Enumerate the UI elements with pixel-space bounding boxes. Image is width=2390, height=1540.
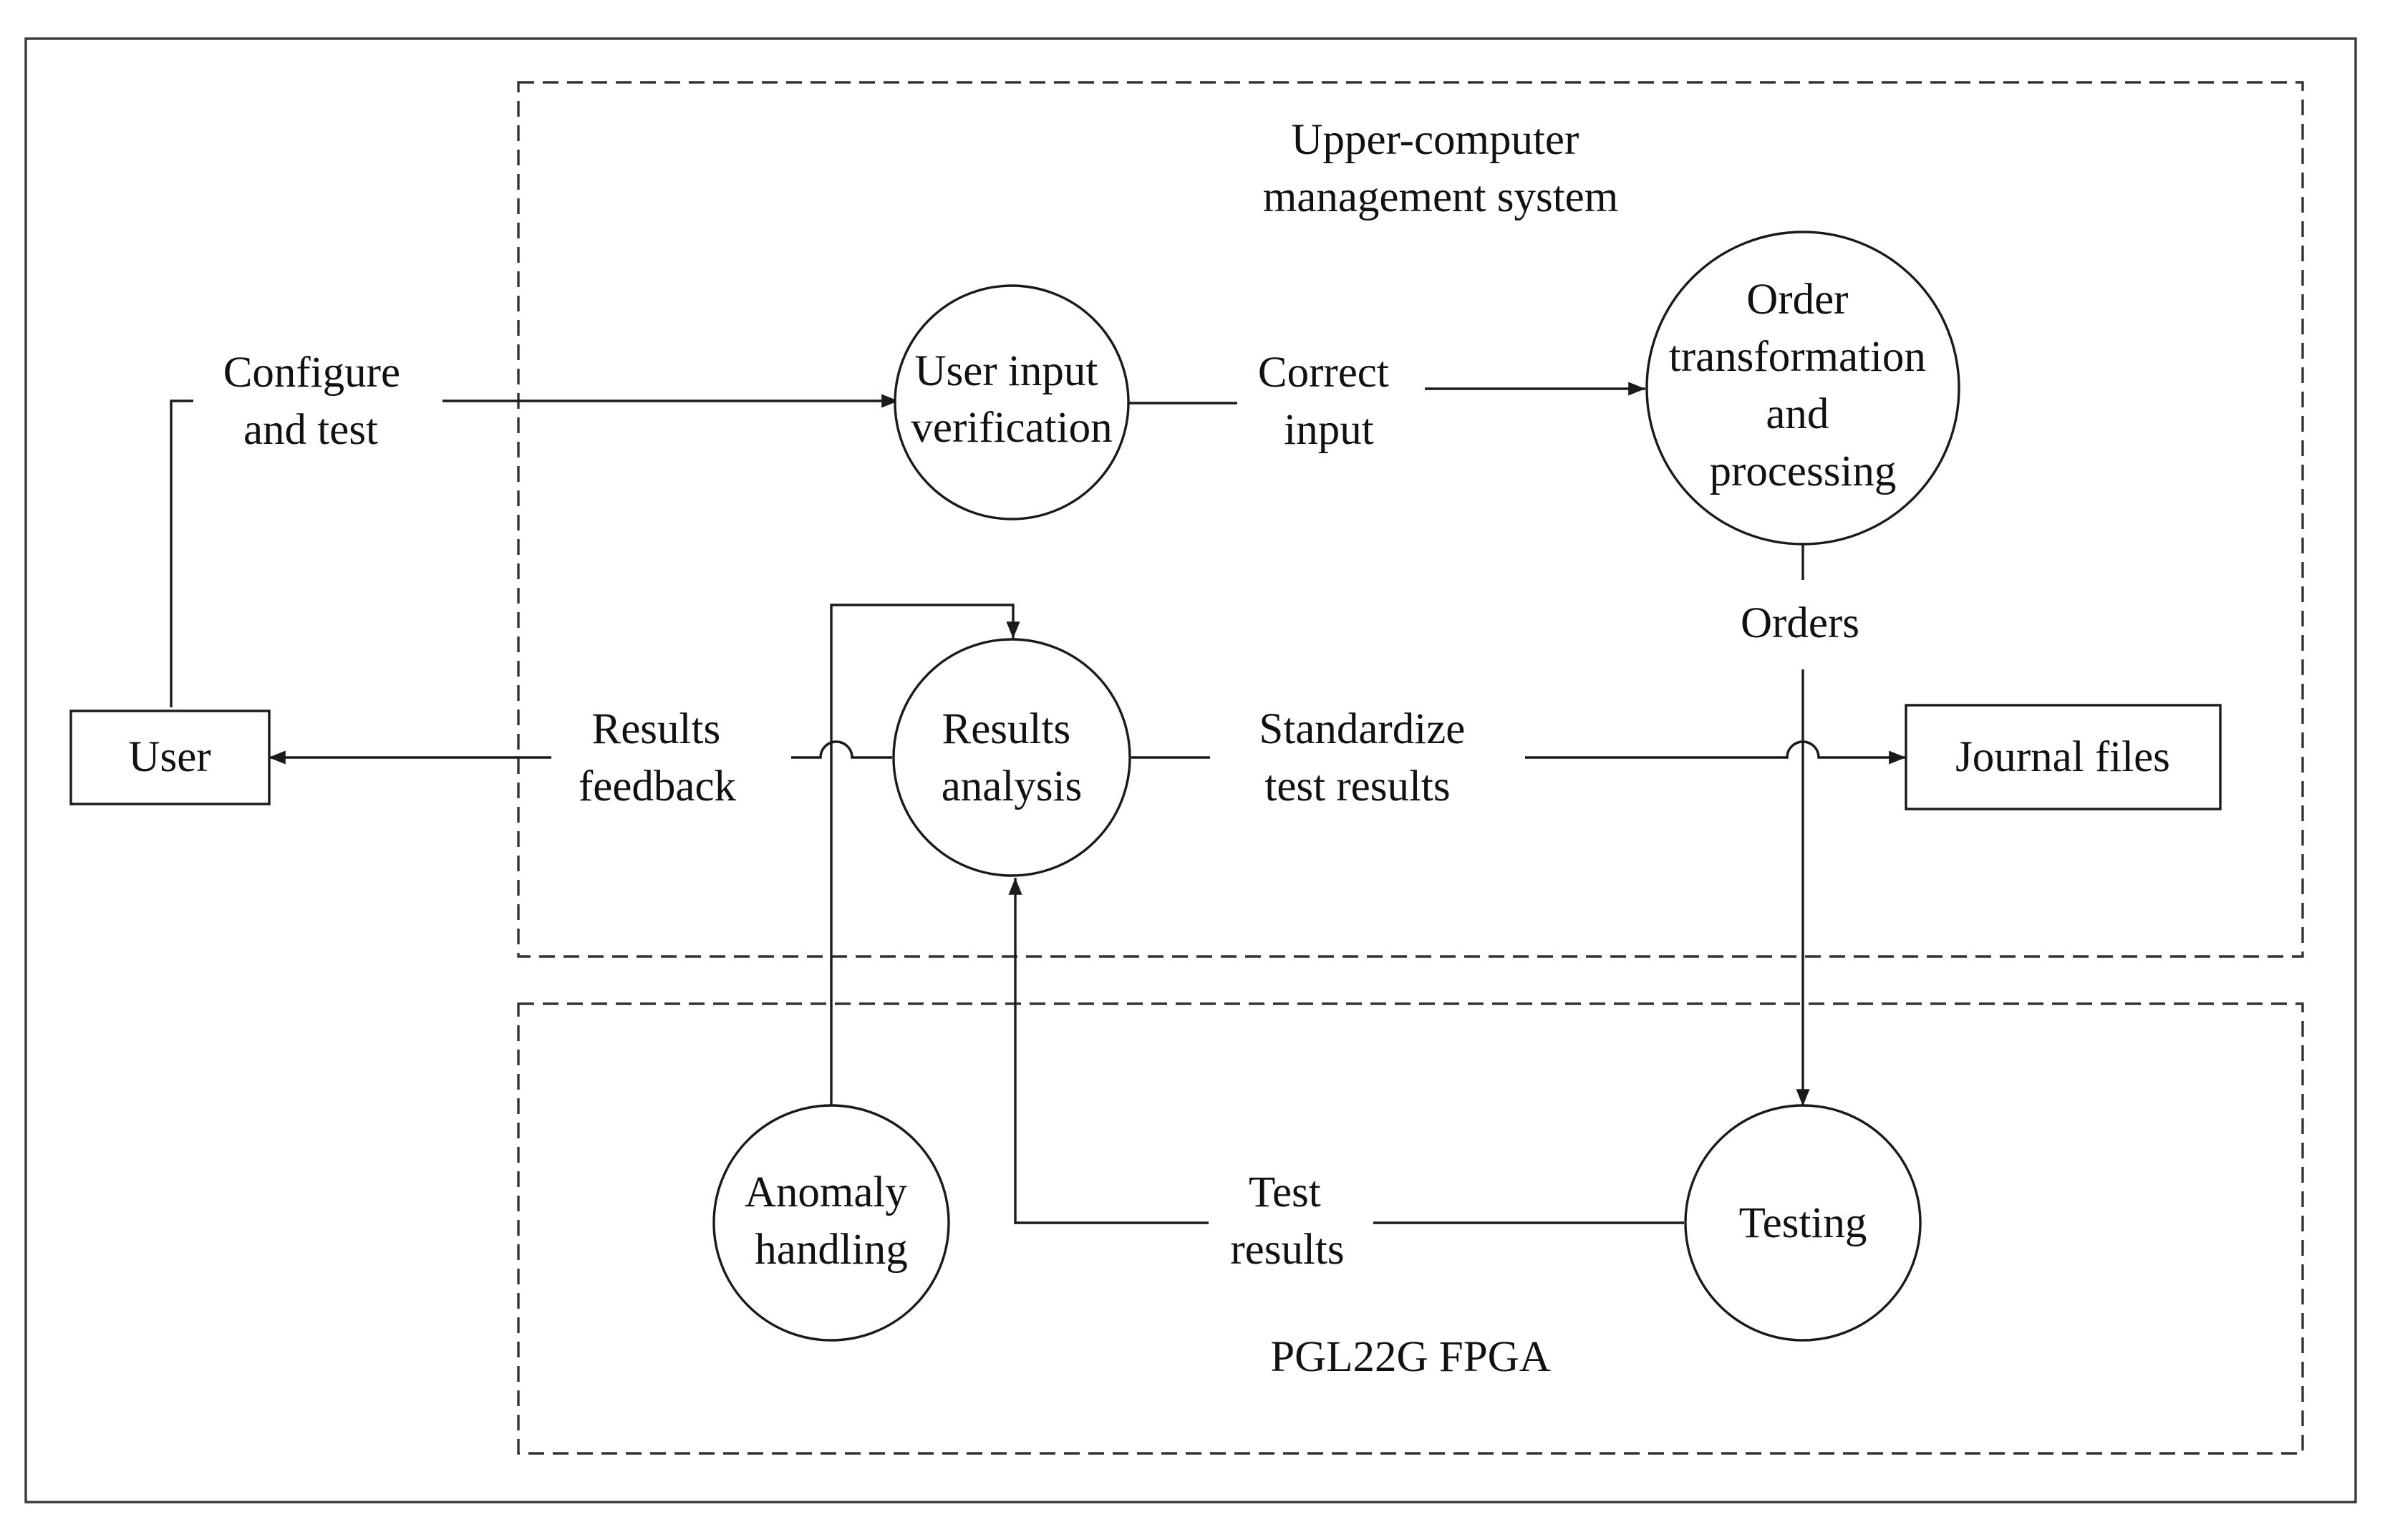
- user-entity: User: [69, 710, 271, 805]
- anomaly-handling-label: Anomaly handling: [745, 1168, 918, 1274]
- fpga-boundary: [517, 1002, 2304, 1455]
- results-analysis-label: Results analysis: [942, 705, 1083, 810]
- standardize-test-results-label: Standardize test results: [1259, 705, 1476, 810]
- orders-label: Orders: [1741, 599, 1859, 647]
- fpga-title: PGL22G FPGA: [1270, 1333, 1551, 1381]
- configure-flow-line: [170, 399, 193, 707]
- order-transformation-process: Order transformation and processing: [1645, 231, 1960, 546]
- results-feedback-label: Results feedback: [579, 705, 737, 810]
- results-feedback-line: [791, 740, 892, 759]
- test-results-arrow: [1008, 878, 1209, 1224]
- anomaly-flow-arrow: [830, 604, 1020, 1105]
- user-input-verification-process: User input verification: [894, 284, 1130, 520]
- results-analysis-process: Results analysis: [892, 638, 1131, 877]
- testing-label: Testing: [1739, 1199, 1867, 1247]
- correct-input-label: Correct input: [1258, 349, 1400, 454]
- anomaly-handling-process: Anomaly handling: [712, 1104, 950, 1342]
- journal-files-entity: Journal files: [1905, 704, 2222, 810]
- test-results-label: Test results: [1230, 1168, 1344, 1274]
- testing-process: Testing: [1684, 1104, 1922, 1342]
- journal-files-label: Journal files: [1955, 733, 2170, 781]
- configure-and-test-label: Configure and test: [223, 349, 412, 454]
- outer-frame: [24, 37, 2357, 1503]
- order-transformation-label: Order transformation and processing: [1669, 276, 1937, 495]
- standardize-flow-arrow: [1525, 740, 1906, 765]
- upper-computer-title: Upper-computer management system: [1263, 116, 1618, 221]
- upper-computer-boundary: [517, 81, 2304, 958]
- user-input-verification-label: User input verification: [911, 347, 1112, 452]
- user-label: User: [128, 733, 211, 781]
